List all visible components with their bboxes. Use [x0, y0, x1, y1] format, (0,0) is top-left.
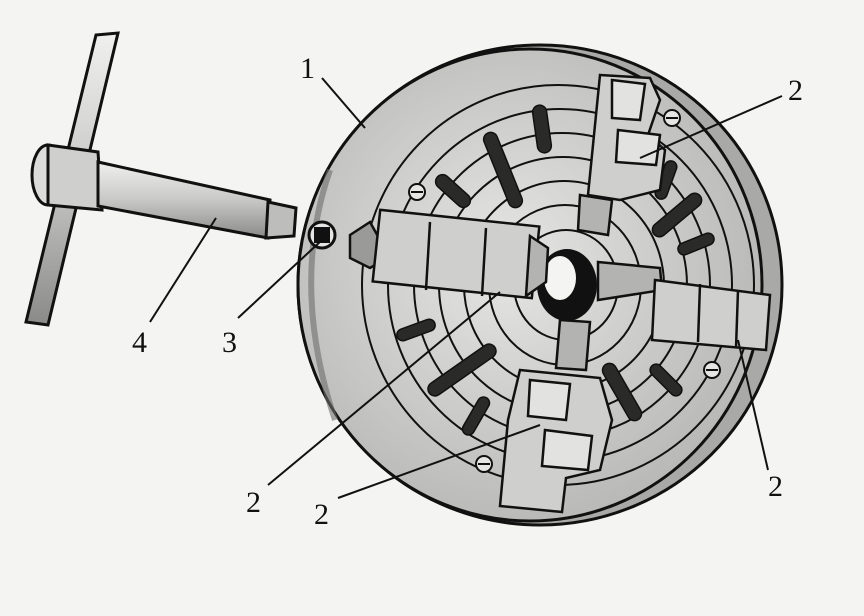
leader-2-top: [639, 95, 783, 159]
chuck-wrench: [24, 31, 298, 327]
label-jaw-bottom: 2: [314, 498, 329, 531]
leader-2-left: [267, 291, 501, 486]
label-jaw-top: 2: [788, 74, 803, 107]
label-jaw-right: 2: [768, 470, 783, 503]
jaw-bottom: [498, 318, 614, 514]
leader-lines: [149, 77, 783, 499]
wrench-socket: [307, 220, 337, 250]
face-slots: [396, 104, 715, 461]
callout-labels: 1 2 2 2 2 3 4: [132, 52, 803, 531]
label-jaw-left: 2: [246, 486, 261, 519]
leader-3: [237, 239, 323, 319]
leader-2-right: [737, 339, 769, 471]
leader-2-bottom: [337, 424, 541, 499]
leader-1: [321, 77, 366, 129]
leader-4: [149, 217, 217, 323]
screw-holes: [408, 109, 721, 473]
central-bore: [537, 249, 597, 321]
label-wrench: 4: [132, 326, 147, 359]
label-chuck-body: 1: [300, 52, 315, 85]
jaw-right: [596, 260, 772, 352]
label-socket: 3: [222, 326, 237, 359]
jaw-top: [576, 73, 667, 237]
jaw-left: [348, 208, 550, 300]
